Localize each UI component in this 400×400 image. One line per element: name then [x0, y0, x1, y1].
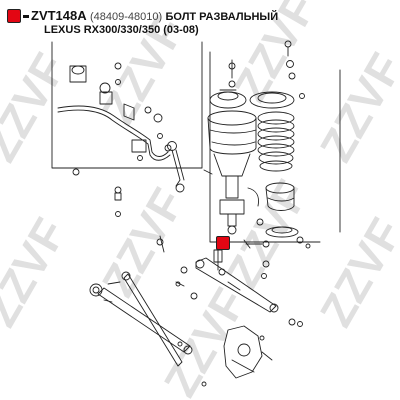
strut-top-mount [209, 40, 296, 109]
title-line: ZVT148A (48409-48010) БОЛТ РАЗВАЛЬНЫЙ [31, 8, 278, 23]
knuckle [223, 318, 303, 379]
oem-numbers: (48409-48010) [89, 11, 163, 23]
strut-bolts [156, 235, 270, 279]
stabilizer-bar [57, 62, 177, 161]
part-marker-icon [7, 9, 21, 23]
lateral-arm-upper [190, 257, 279, 313]
hardware-misc [175, 236, 311, 387]
lateral-arm-lower [89, 281, 193, 355]
vehicle-applicability: LEXUS RX300/330/350 (03-08) [44, 24, 199, 36]
trailing-arm [121, 271, 183, 367]
svg-text:ZZVF: ZZVF [0, 209, 76, 335]
hardware-left [72, 168, 122, 217]
stabilizer-link [164, 144, 185, 193]
bump-stop [256, 93, 305, 238]
part-code: ZVT148A [31, 8, 87, 23]
svg-text:ZZVF: ZZVF [310, 209, 400, 335]
marker-dash-icon [23, 15, 29, 18]
air-spring [203, 110, 259, 235]
part-location-marker [216, 236, 230, 250]
dust-boot [249, 91, 295, 172]
svg-text:ZZVF: ZZVF [310, 44, 400, 170]
stabilizer-inset-frame [51, 41, 203, 169]
product-header: ZVT148A (48409-48010) БОЛТ РАЗВАЛЬНЫЙ LE… [4, 6, 396, 40]
part-description: БОЛТ РАЗВАЛЬНЫЙ [165, 11, 279, 23]
